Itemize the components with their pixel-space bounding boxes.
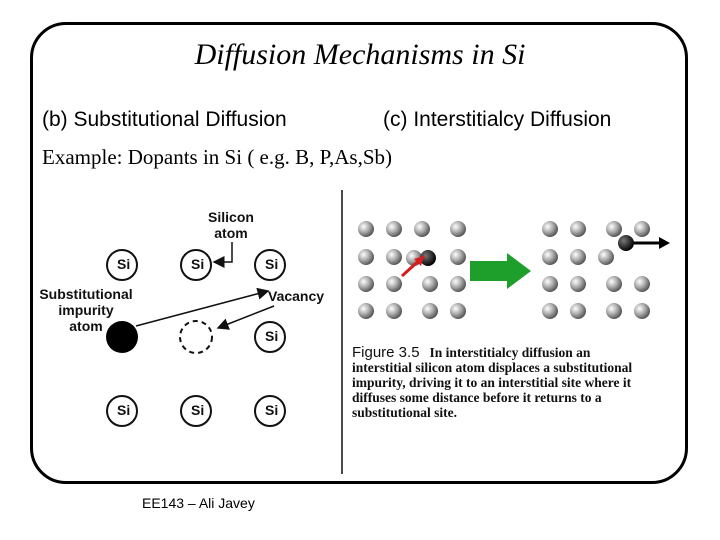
silicon-atom-label-line2: atom: [214, 225, 248, 241]
subtitle-interstitialcy: (c) Interstitialcy Diffusion: [383, 108, 612, 131]
caption-lead: In interstitialcy diffusion an: [429, 345, 591, 360]
si-atom: [254, 321, 286, 353]
si-label: Si: [191, 256, 205, 272]
lattice-atom: [414, 221, 430, 237]
lattice-atom: [386, 221, 402, 237]
lattice-atom: [606, 221, 622, 237]
slide-frame: [30, 22, 688, 484]
si-label: Si: [117, 402, 131, 418]
impurity-atom: [106, 321, 138, 353]
si-atom: [106, 249, 138, 281]
slide-title: Diffusion Mechanisms in Si: [194, 38, 526, 71]
si-label: Si: [265, 328, 279, 344]
si-label: Si: [117, 256, 131, 272]
example-text: Example: Dopants in Si ( e.g. B, P,As,Sb…: [42, 145, 392, 169]
lattice-atom: [450, 249, 466, 265]
lattice-before: [358, 221, 466, 319]
si-label: Si: [265, 256, 279, 272]
si-atoms-grid: [106, 249, 286, 427]
lattice-atom: [634, 276, 650, 292]
jump-arrow: [135, 287, 270, 327]
lattice-atom: [570, 303, 586, 319]
lattice-atom: [386, 276, 402, 292]
si-atom: [254, 249, 286, 281]
footer: EE143 – Ali Javey: [142, 495, 255, 511]
impurity-atom-before: [420, 250, 436, 266]
black-arrow-head: [659, 237, 670, 249]
lattice-atom: [422, 303, 438, 319]
lattice-atom: [358, 303, 374, 319]
lattice-atom: [606, 303, 622, 319]
lattice-atom: [422, 276, 438, 292]
lattice-atom: [542, 303, 558, 319]
lattice-after: [542, 221, 670, 319]
vacancy-site: [179, 320, 213, 354]
lattice-atom: [570, 276, 586, 292]
si-atom: [106, 395, 138, 427]
impurity-label-line1: Substitutional: [39, 286, 133, 302]
lattice-atom: [570, 249, 586, 265]
lattice-atom: [606, 276, 622, 292]
lattice-atom: [358, 221, 374, 237]
si-label: Si: [265, 402, 279, 418]
red-arrow-head: [414, 256, 424, 266]
lattice-atom: [634, 303, 650, 319]
si-atom: [180, 395, 212, 427]
si-atom: [180, 249, 212, 281]
impurity-atom-after: [618, 235, 634, 251]
lattice-atom: [450, 303, 466, 319]
figure-number: Figure 3.5: [352, 344, 420, 361]
si-label: Si: [191, 402, 205, 418]
lattice-atom: [386, 303, 402, 319]
vacancy-label: Vacancy: [268, 288, 325, 304]
impurity-label-line3: atom: [69, 318, 103, 334]
vacancy-arrow: [216, 305, 275, 330]
lattice-atom: [450, 276, 466, 292]
lattice-atom: [542, 249, 558, 265]
impurity-label-line2: impurity: [58, 302, 114, 318]
lattice-atom: [542, 221, 558, 237]
silicon-atom-arrow: [212, 242, 233, 268]
silicon-atom-label: Silicon atom: [200, 209, 262, 241]
lattice-atom: [358, 249, 374, 265]
lattice-atom: [450, 221, 466, 237]
si-atom: [254, 395, 286, 427]
impurity-label: Substitutional impurity atom: [38, 286, 134, 334]
green-arrow: [470, 253, 531, 289]
subtitle-substitutional: (b) Substitutional Diffusion: [42, 108, 287, 131]
lattice-atom: [598, 249, 614, 265]
figure-caption: Figure 3.5 In interstitialcy diffusion an…: [352, 345, 652, 420]
lattice-atom: [386, 249, 402, 265]
caption-rest: interstitial silicon atom displaces a su…: [352, 360, 633, 420]
lattice-atom: [570, 221, 586, 237]
interstitialcy-diagram: [358, 221, 670, 319]
lattice-atom: [542, 276, 558, 292]
lattice-atom: [634, 221, 650, 237]
lattice-atom: [358, 276, 374, 292]
silicon-atom-label-line1: Silicon: [208, 209, 254, 225]
